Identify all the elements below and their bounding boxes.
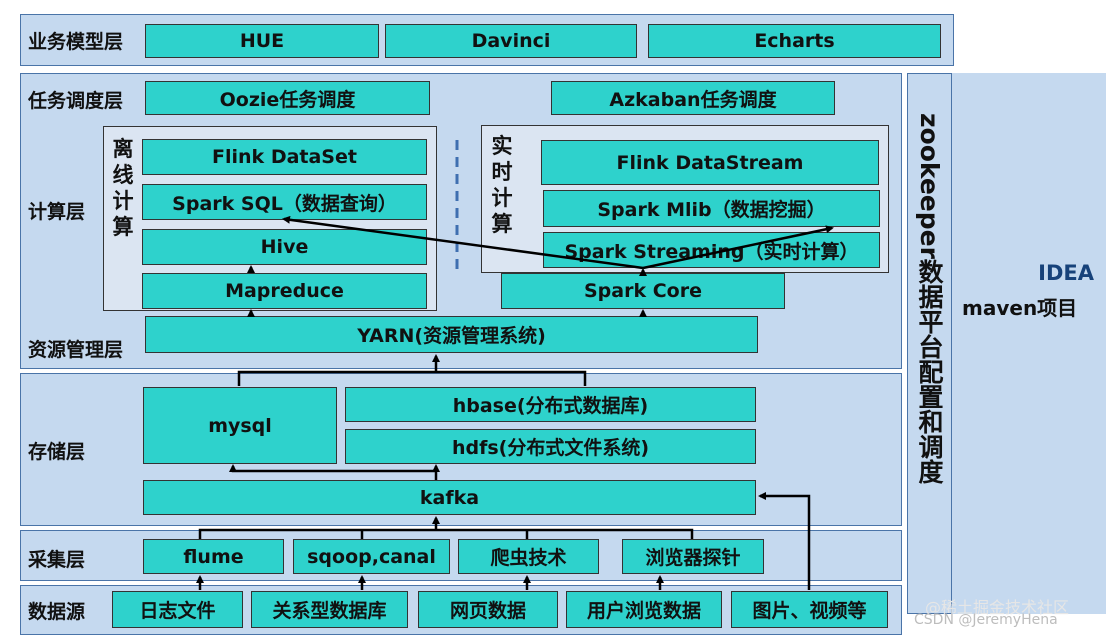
images-videos-box: 图片、视频等 bbox=[731, 591, 888, 628]
crawler-box: 爬虫技术 bbox=[458, 539, 599, 574]
layer-label-business: 业务模型层 bbox=[28, 31, 124, 53]
watermark-juejin: @稀土掘金技术社区 bbox=[925, 598, 1070, 617]
idea-panel bbox=[952, 73, 1106, 614]
layer-label-storage: 存储层 bbox=[28, 441, 86, 463]
layer-label-resource: 资源管理层 bbox=[28, 339, 124, 361]
browser-probe-box: 浏览器探针 bbox=[622, 539, 764, 574]
layer-label-collection: 采集层 bbox=[28, 549, 86, 571]
echarts-box: Echarts bbox=[648, 24, 941, 58]
zookeeper-label: zookeeper数据平台配置和调度 bbox=[915, 113, 944, 484]
web-data-box: 网页数据 bbox=[418, 591, 558, 628]
hbase-box: hbase(分布式数据库) bbox=[345, 387, 756, 422]
arrow-images-to-kafka bbox=[758, 492, 811, 590]
hue-box: HUE bbox=[145, 24, 379, 58]
storage-to-yarn-bus bbox=[237, 370, 587, 386]
layer-label-compute: 计算层 bbox=[28, 201, 86, 223]
collection-bus bbox=[198, 528, 694, 539]
relational-db-box: 关系型数据库 bbox=[251, 591, 408, 628]
user-browse-data-box: 用户浏览数据 bbox=[566, 591, 722, 628]
sqoop-canal-box: sqoop,canal bbox=[293, 539, 450, 574]
yarn-box: YARN(资源管理系统) bbox=[145, 316, 758, 353]
log-files-box: 日志文件 bbox=[112, 591, 243, 628]
idea-label: IDEA bbox=[1038, 261, 1094, 285]
arrow-core-to-sparksql bbox=[282, 215, 644, 270]
hive-box: Hive bbox=[142, 229, 427, 265]
flume-box: flume bbox=[143, 539, 284, 574]
davinci-box: Davinci bbox=[385, 24, 637, 58]
kafka-box: kafka bbox=[143, 480, 756, 515]
watermark-csdn: CSDN @JeremyHena bbox=[914, 612, 1058, 628]
layer-label-datasource: 数据源 bbox=[28, 601, 86, 623]
zookeeper-panel bbox=[907, 73, 952, 614]
mapreduce-box: Mapreduce bbox=[142, 273, 427, 309]
spark-core-box: Spark Core bbox=[501, 273, 785, 309]
azkaban-box: Azkaban任务调度 bbox=[551, 81, 835, 115]
hdfs-box: hdfs(分布式文件系统) bbox=[345, 429, 756, 464]
arrow-core-to-mlib bbox=[642, 225, 834, 270]
spark-mlib-box: Spark Mlib（数据挖掘） bbox=[543, 190, 880, 227]
offline-compute-label: 离线计算 bbox=[112, 137, 134, 239]
maven-label: maven项目 bbox=[962, 296, 1078, 320]
layer-label-scheduling: 任务调度层 bbox=[28, 90, 124, 112]
arrow-kafka-to-storage bbox=[229, 464, 438, 480]
flink-datastream-box: Flink DataStream bbox=[541, 140, 879, 185]
realtime-compute-label: 实时计算 bbox=[491, 134, 513, 236]
flink-dataset-box: Flink DataSet bbox=[142, 139, 427, 175]
mysql-box: mysql bbox=[143, 387, 337, 464]
oozie-box: Oozie任务调度 bbox=[145, 81, 430, 115]
